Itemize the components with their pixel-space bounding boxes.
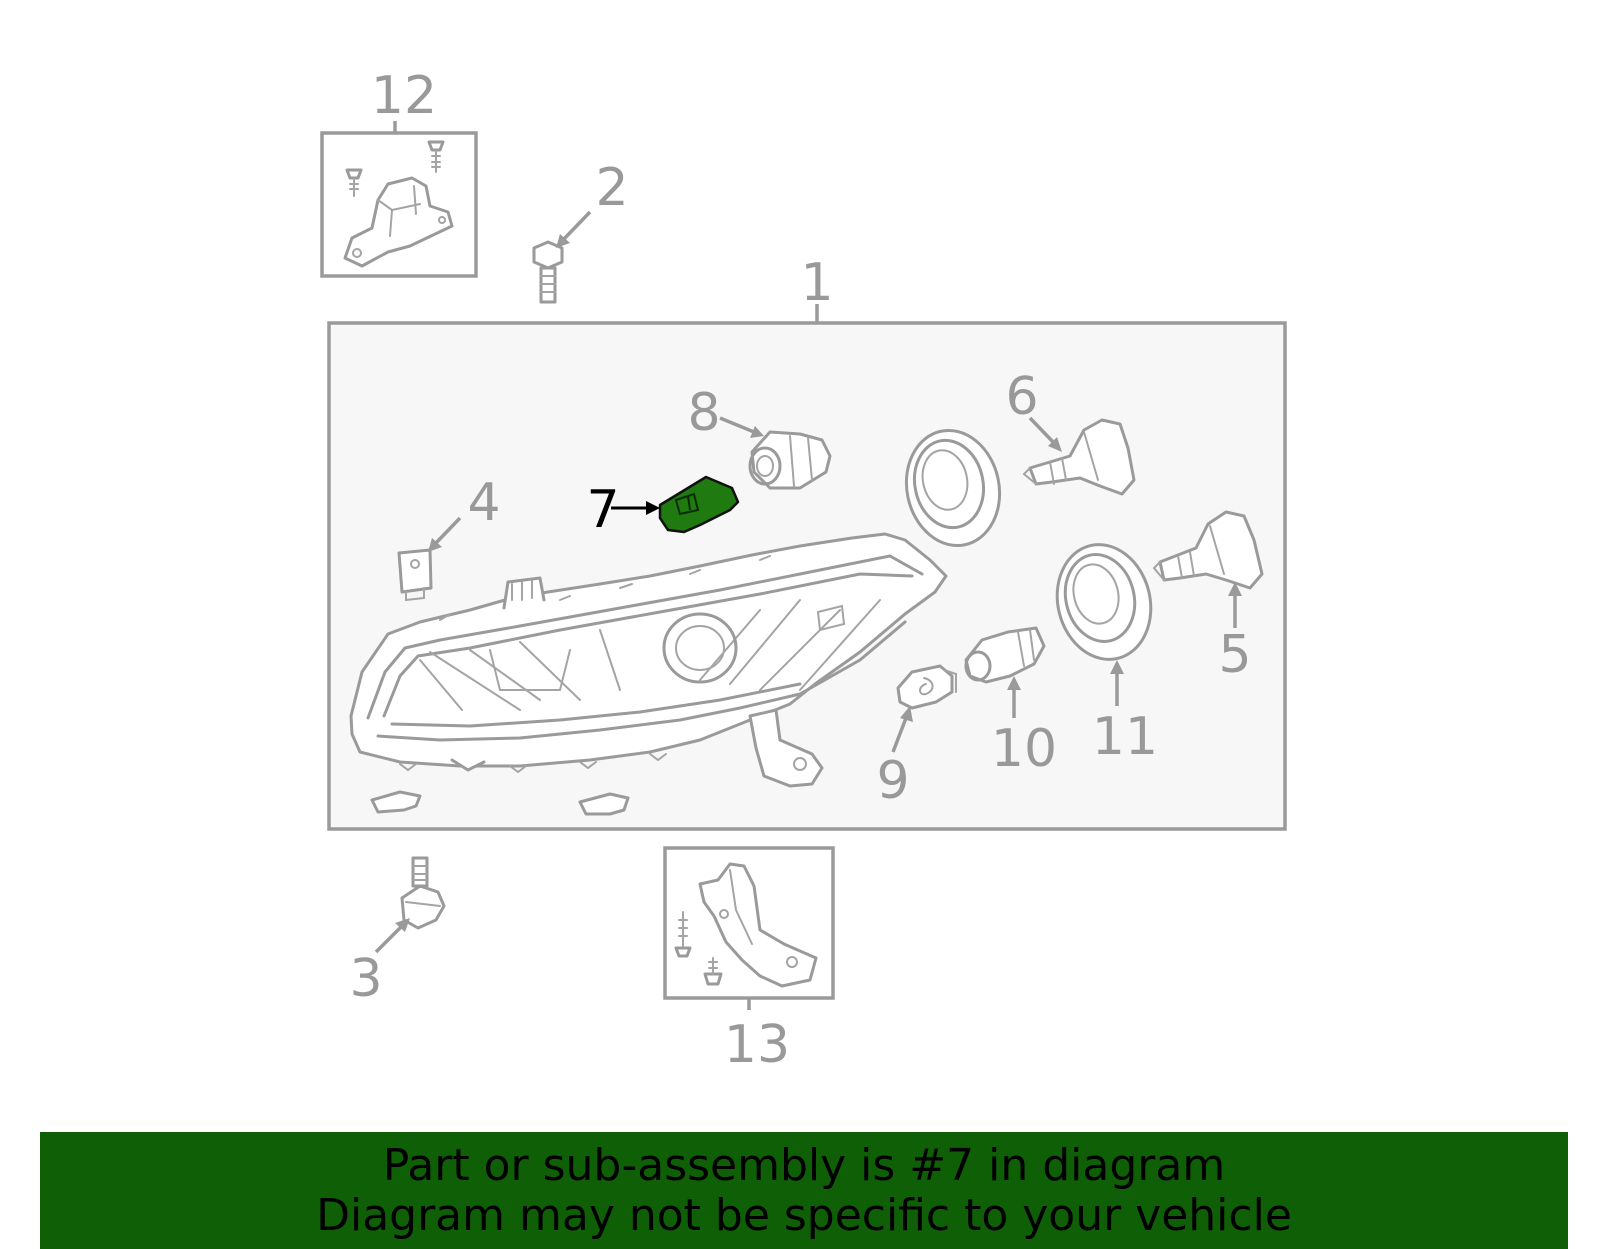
callout-9-arrowhead: [900, 706, 913, 722]
callout-2-leader: [561, 210, 592, 242]
callout-13[interactable]: 13: [724, 1015, 790, 1075]
part-8-socket[interactable]: [748, 430, 832, 490]
footer-banner: Part or sub-assembly is #7 in diagram Di…: [40, 1132, 1568, 1249]
callout-8[interactable]: 8: [687, 383, 720, 443]
callout-9-leader: [891, 717, 908, 753]
callout-5-arrowhead: [1228, 582, 1242, 596]
footer-line-1: Part or sub-assembly is #7 in diagram: [382, 1140, 1226, 1191]
callout-7-arrowhead: [646, 501, 660, 515]
part-3-bolt[interactable]: [400, 856, 446, 930]
callout-7[interactable]: 7: [586, 480, 619, 540]
callout-6-arrowhead: [1048, 437, 1062, 452]
callout-11-arrowhead: [1110, 660, 1124, 674]
callout-6-leader: [1028, 416, 1057, 446]
callout-2[interactable]: 2: [595, 158, 628, 218]
footer-line-2: Diagram may not be specific to your vehi…: [316, 1190, 1292, 1241]
part-10-socket[interactable]: [964, 626, 1046, 684]
callout-9[interactable]: 9: [876, 751, 909, 811]
headlight-housing[interactable]: [349, 532, 948, 788]
callout-3-leader: [374, 924, 404, 954]
part-11-seal-ring[interactable]: [1045, 535, 1162, 670]
part-5-bulb[interactable]: [1152, 510, 1264, 590]
part-4-clip[interactable]: [397, 548, 433, 602]
callout-6[interactable]: 6: [1005, 367, 1038, 427]
part-2-bolt[interactable]: [532, 240, 564, 304]
callout-8-leader: [719, 416, 755, 434]
callout-10-arrowhead: [1007, 676, 1021, 690]
clip-right[interactable]: [578, 792, 630, 816]
callout-3-arrowhead: [395, 918, 410, 932]
callout-4-leader: [433, 516, 462, 546]
callout-11[interactable]: 11: [1092, 707, 1158, 767]
callout-3[interactable]: 3: [349, 949, 382, 1009]
part-12-bracket[interactable]: [320, 131, 478, 278]
callout-12[interactable]: 12: [371, 66, 437, 126]
callout-4-arrowhead: [428, 538, 442, 552]
callout-2-arrowhead: [556, 234, 570, 248]
part-7-bulb[interactable]: [658, 475, 740, 534]
callout-1[interactable]: 1: [800, 253, 833, 313]
part-13-bracket[interactable]: [663, 846, 835, 1000]
callout-5[interactable]: 5: [1218, 625, 1251, 685]
part-6-bulb[interactable]: [1022, 418, 1136, 496]
callout-8-arrowhead: [750, 426, 764, 438]
seal-ring-upper[interactable]: [896, 422, 1010, 555]
callout-4[interactable]: 4: [467, 473, 500, 533]
callout-10[interactable]: 10: [991, 719, 1057, 779]
part-9-bulb[interactable]: [896, 664, 957, 710]
clip-left[interactable]: [370, 790, 422, 814]
